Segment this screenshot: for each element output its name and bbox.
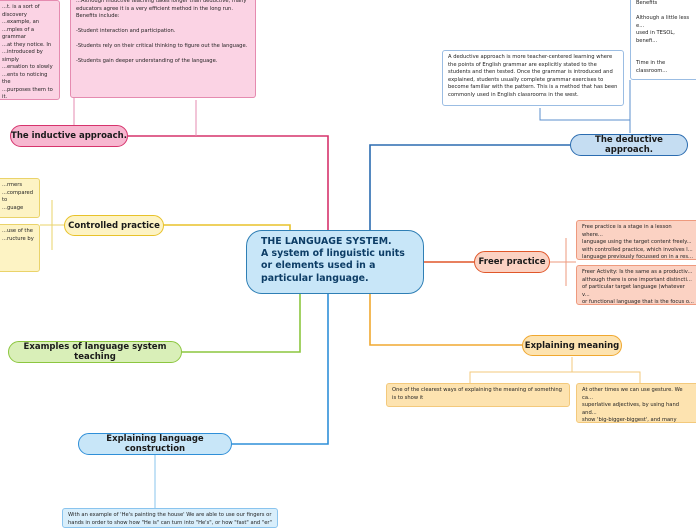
- explaining-construction-label: Explaining language construction: [106, 434, 204, 454]
- controlled-practice-label: Controlled practice: [68, 220, 160, 231]
- inductive-note-top: ...Although inductive teaching takes lon…: [70, 0, 256, 98]
- explaining-meaning-label: Explaining meaning: [524, 340, 620, 351]
- explaining-construction-node[interactable]: Explaining language construction: [78, 433, 232, 455]
- line-controlled-notes: [40, 200, 64, 250]
- freer-note-2: Freer Activity: Is the same as a product…: [576, 265, 696, 305]
- inductive-approach-node[interactable]: The inductive approach.: [10, 125, 128, 147]
- controlled-practice-node[interactable]: Controlled practice: [64, 215, 164, 236]
- line-freer-notes: [550, 238, 576, 286]
- examples-label: Examples of language system teaching: [23, 342, 167, 362]
- construction-note: With an example of 'He's painting the ho…: [62, 508, 278, 528]
- meaning-note-2: At other times we can use gesture. We ca…: [576, 383, 696, 423]
- deductive-approach-label: The deductive approach.: [595, 135, 663, 155]
- deductive-approach-node[interactable]: The deductive approach.: [570, 134, 688, 156]
- controlled-note-2: ...use of the ...ructure by: [0, 224, 40, 272]
- inductive-approach-label: The inductive approach.: [11, 131, 127, 141]
- controlled-note-1: ...rmers ...compared to ...guage: [0, 178, 40, 218]
- line-meaning-notes: [469, 357, 641, 383]
- deductive-note-right: Benefits Although a little less e... use…: [630, 0, 696, 80]
- examples-node[interactable]: Examples of language system teaching: [8, 341, 182, 363]
- inductive-note-left: ...t. is a sort of discovery ...example,…: [0, 0, 60, 100]
- central-topic[interactable]: THE LANGUAGE SYSTEM. A system of linguis…: [246, 230, 424, 294]
- line-construction: [232, 294, 329, 445]
- freer-practice-node[interactable]: Freer practice: [474, 251, 550, 273]
- explaining-meaning-node[interactable]: Explaining meaning: [522, 335, 622, 356]
- line-deductive-note: [539, 108, 630, 121]
- meaning-note-1: One of the clearest ways of explaining t…: [386, 383, 570, 407]
- freer-practice-label: Freer practice: [478, 257, 546, 267]
- central-title: THE LANGUAGE SYSTEM.: [261, 236, 392, 247]
- deductive-note-center: A deductive approach is more teacher-cen…: [442, 50, 624, 106]
- line-meaning: [369, 294, 522, 346]
- freer-note-1: Free practice is a stage in a lesson whe…: [576, 220, 696, 260]
- central-subtitle: A system of linguistic units or elements…: [261, 248, 405, 284]
